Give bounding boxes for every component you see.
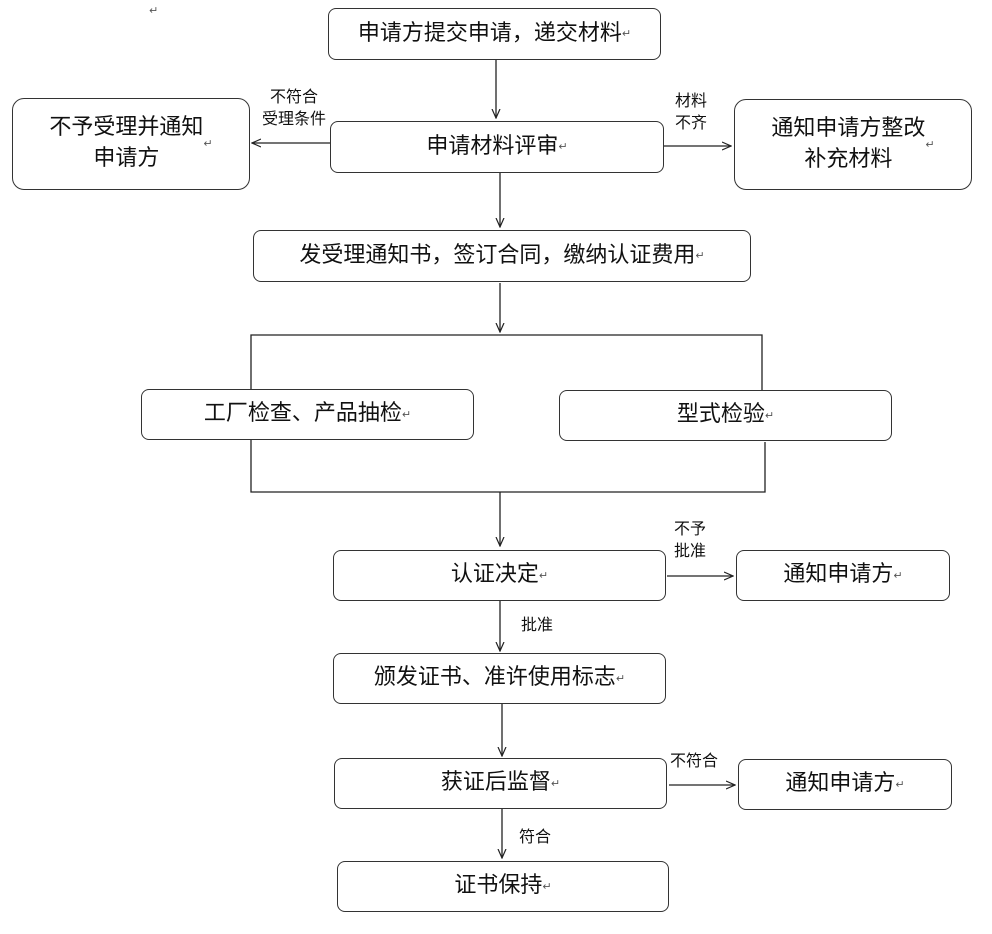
acceptance-text: 发受理通知书，签订合同，缴纳认证费用: [299, 242, 696, 268]
issue-certificate-text: 颁发证书、准许使用标志: [373, 665, 616, 691]
material-review-box: 申请材料评审↵: [330, 121, 664, 173]
supervision-notify-text: 通知申请方: [785, 771, 896, 797]
reject-notify-box: 不予受理并通知 申请方↵: [12, 98, 250, 190]
return-mark: ↵: [542, 879, 552, 893]
supplement-notify-text: 通知申请方整改 补充材料: [771, 115, 926, 172]
decision-text: 认证决定: [450, 562, 539, 588]
return-mark: ↵: [695, 249, 705, 263]
type-test-text: 型式检验: [676, 402, 765, 428]
supplement-notify-box: 通知申请方整改 补充材料↵: [734, 99, 972, 190]
return-mark: ↵: [893, 568, 903, 582]
merge-bracket-bottom: [250, 440, 766, 493]
label-not-approved: 不予 批准: [674, 519, 707, 560]
supervision-box: 获证后监督↵: [334, 758, 667, 809]
decision-notify-text: 通知申请方: [783, 562, 894, 588]
label-materials-incomplete: 材料 不齐: [675, 91, 708, 132]
factory-check-box: 工厂检查、产品抽检↵: [141, 389, 474, 440]
acceptance-box: 发受理通知书，签订合同，缴纳认证费用↵: [253, 230, 751, 282]
label-approved: 批准: [521, 615, 554, 634]
material-review-text: 申请材料评审: [426, 133, 559, 159]
return-mark: ↵: [401, 407, 412, 421]
return-mark: ↵: [558, 140, 568, 154]
label-not-meet: 不符合: [670, 751, 719, 770]
supervision-notify-box: 通知申请方↵: [738, 759, 952, 810]
return-mark: ↵: [621, 27, 632, 41]
split-bracket-top: [250, 334, 763, 390]
decision-box: 认证决定↵: [333, 550, 666, 601]
certificate-keep-box: 证书保持↵: [337, 861, 669, 912]
submit-application-text: 申请方提交申请，递交材料: [357, 20, 622, 46]
label-not-meet-acceptance: 不符合 受理条件: [261, 87, 326, 128]
label-meet: 符合: [519, 827, 552, 846]
return-mark: ↵: [203, 137, 213, 151]
factory-check-text: 工厂检查、产品抽检: [203, 401, 402, 427]
certificate-keep-text: 证书保持: [454, 873, 543, 899]
supervision-text: 获证后监督: [440, 770, 551, 796]
reject-notify-text: 不予受理并通知 申请方: [49, 115, 204, 171]
submit-application-box: 申请方提交申请，递交材料↵: [328, 8, 661, 60]
issue-certificate-box: 颁发证书、准许使用标志↵: [333, 653, 666, 704]
type-test-box: 型式检验↵: [559, 390, 892, 441]
return-mark: ↵: [764, 408, 775, 422]
return-mark: ↵: [550, 776, 561, 790]
return-mark: ↵: [615, 671, 626, 685]
return-mark: ↵: [925, 137, 935, 151]
return-mark: ↵: [895, 777, 905, 791]
paragraph-mark: ↵: [149, 4, 159, 17]
decision-notify-box: 通知申请方↵: [736, 550, 950, 601]
return-mark: ↵: [538, 568, 549, 582]
